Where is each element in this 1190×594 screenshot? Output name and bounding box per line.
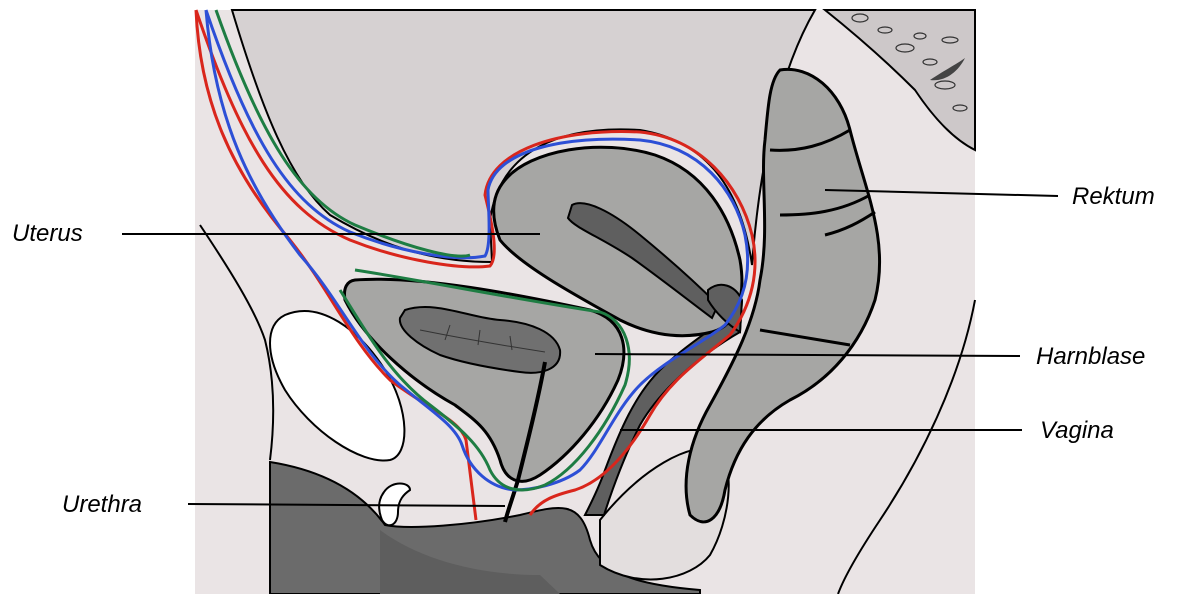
urethra-label: Urethra — [62, 491, 142, 518]
vagina-label: Vagina — [1040, 417, 1114, 444]
rektum-label: Rektum — [1072, 183, 1155, 210]
harnblase-label: Harnblase — [1036, 343, 1145, 370]
uterus-label: Uterus — [12, 220, 83, 247]
